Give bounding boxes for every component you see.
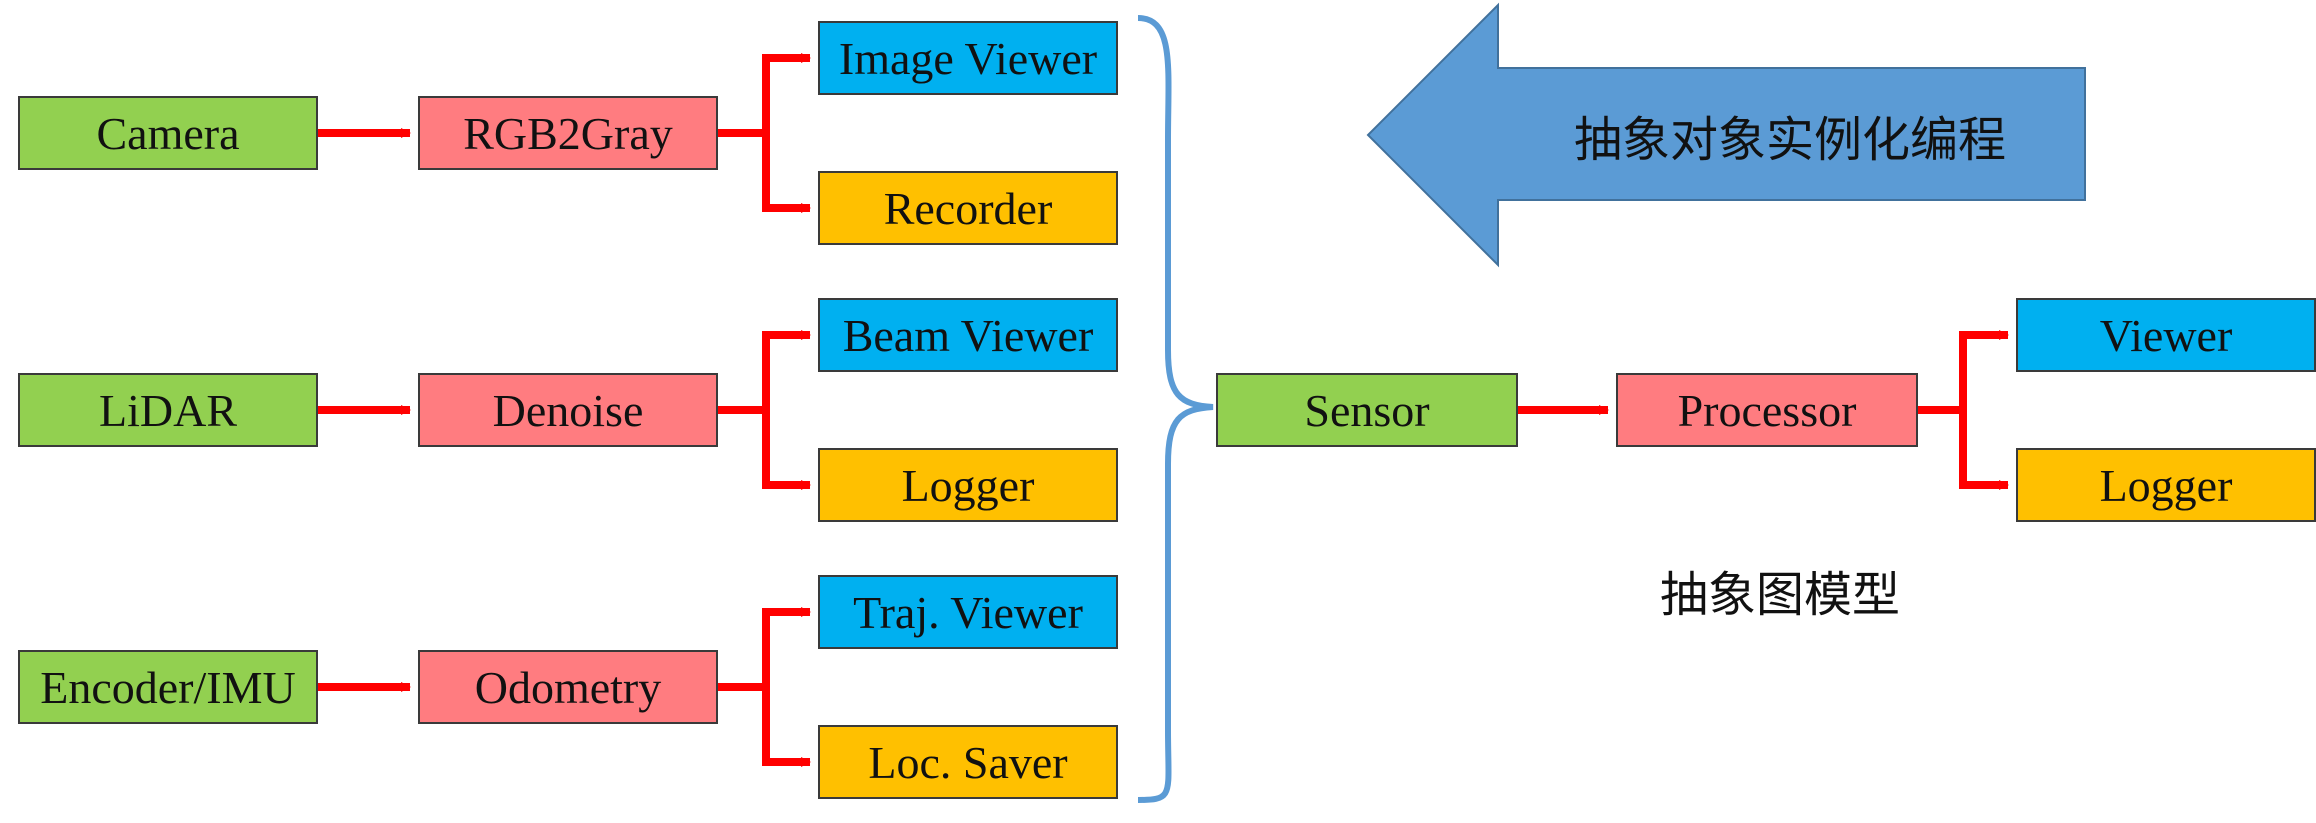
pipeline-1-connectors: [318, 53, 811, 213]
lidar-node: LiDAR: [18, 373, 318, 447]
big-arrow-label: 抽象对象实例化编程: [1573, 112, 2006, 168]
abstract-model-label: 抽象图模型: [1659, 567, 1900, 623]
viewer-node: Viewer: [2016, 298, 2316, 372]
logger-node-1: Logger: [818, 448, 1118, 522]
traj-viewer-node: Traj. Viewer: [818, 575, 1118, 649]
logger-node-2: Logger: [2016, 448, 2316, 522]
pipeline-3-connectors: [318, 607, 811, 767]
sensor-node: Sensor: [1216, 373, 1518, 447]
processor-node: Processor: [1616, 373, 1918, 447]
recorder-node: Recorder: [818, 171, 1118, 245]
big-left-arrow-shape: [1366, 2, 2086, 268]
abstract-pipeline-connectors: [1518, 330, 2009, 490]
pipeline-2-connectors: [318, 330, 811, 490]
camera-node: Camera: [18, 96, 318, 170]
image-viewer-node: Image Viewer: [818, 21, 1118, 95]
beam-viewer-node: Beam Viewer: [818, 298, 1118, 372]
encoder-imu-node: Encoder/IMU: [18, 650, 318, 724]
grouping-brace: [1137, 15, 1214, 803]
denoise-node: Denoise: [418, 373, 718, 447]
odometry-node: Odometry: [418, 650, 718, 724]
rgb2gray-node: RGB2Gray: [418, 96, 718, 170]
loc-saver-node: Loc. Saver: [818, 725, 1118, 799]
